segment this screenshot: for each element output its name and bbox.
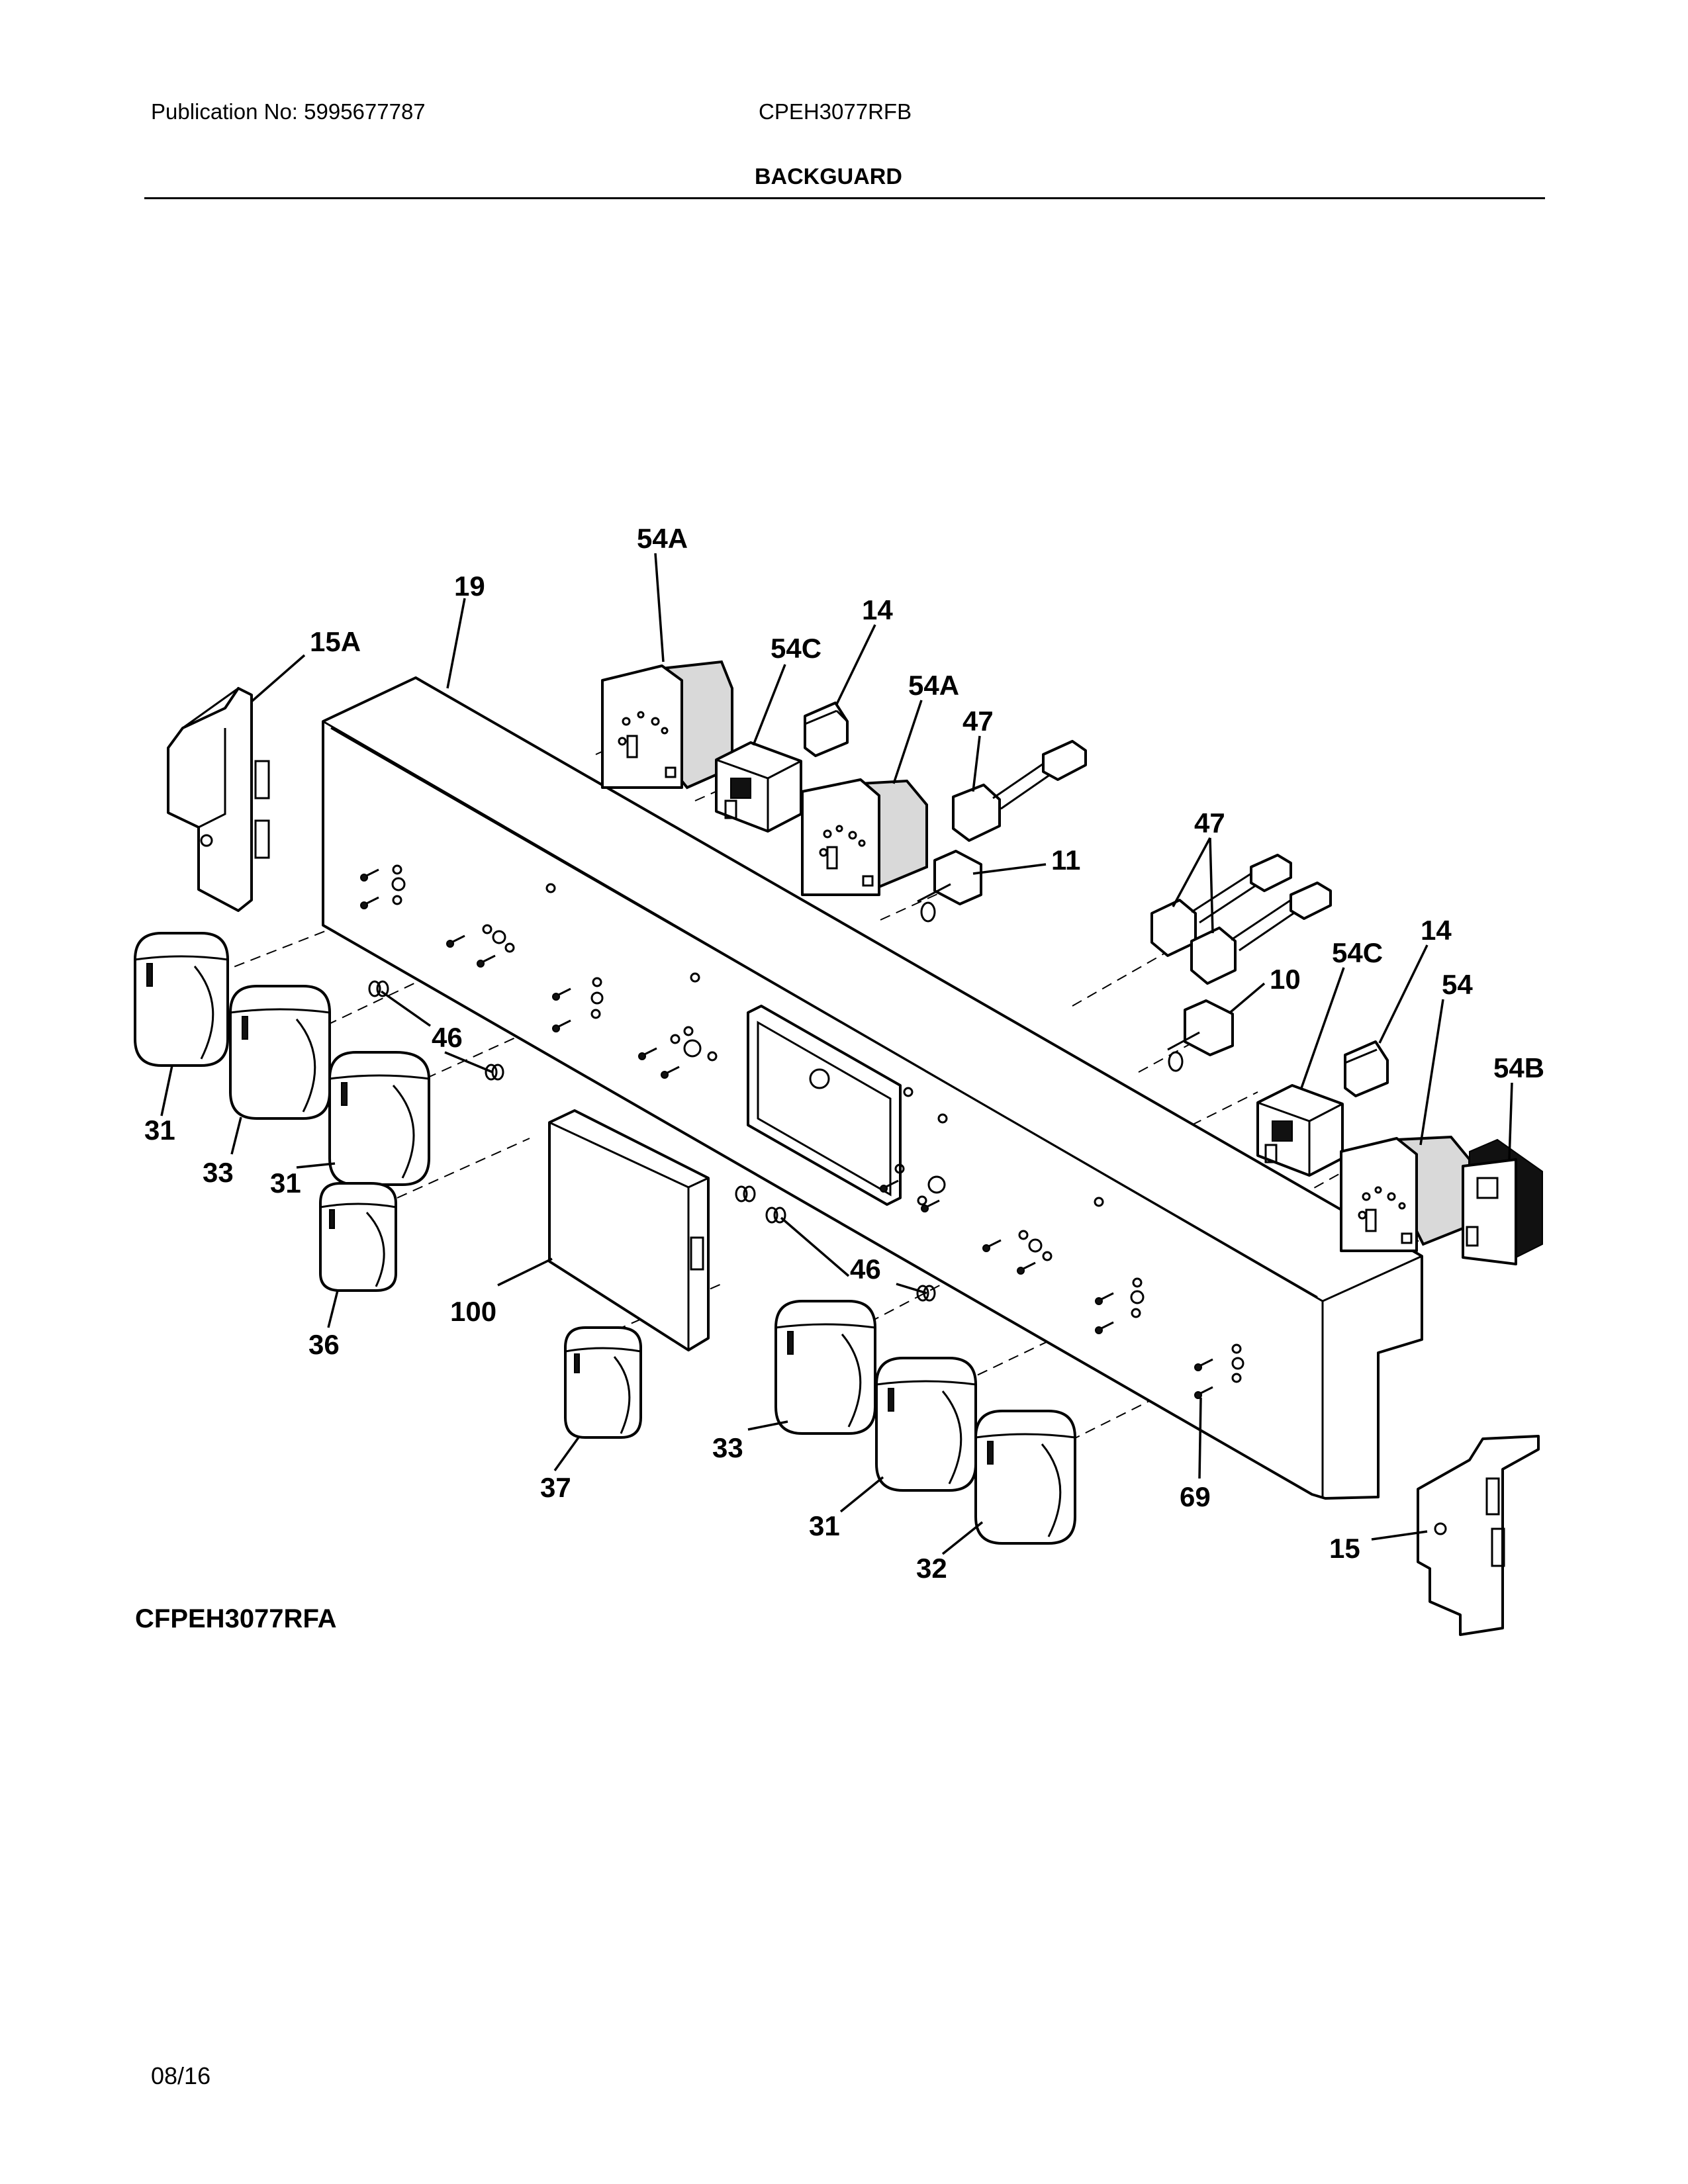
screw-sets (360, 864, 1244, 1399)
callout-36: 36 (308, 1329, 340, 1360)
bracket-15 (1417, 1435, 1540, 1636)
knob-31-a (134, 932, 229, 1067)
wire-harness-47-right (1150, 854, 1332, 985)
callout-33-b: 33 (712, 1432, 743, 1463)
callout-69: 69 (1180, 1481, 1211, 1512)
switch-54A-mid (801, 778, 928, 896)
knob-set (134, 932, 1076, 1545)
switch-54 (1340, 1135, 1471, 1252)
callout-19: 19 (454, 570, 485, 602)
bracket-15A (167, 687, 270, 912)
callout-15A: 15A (310, 626, 361, 657)
terminal-11 (917, 850, 982, 923)
knob-31-b (328, 1051, 430, 1186)
callout-54C-top: 54C (771, 633, 821, 664)
callout-31-c: 31 (809, 1510, 840, 1541)
callout-15: 15 (1329, 1533, 1360, 1564)
callout-54: 54 (1442, 969, 1473, 1000)
terminal-block-14-right (1344, 1040, 1389, 1097)
callout-31-a: 31 (144, 1115, 175, 1146)
wire-harness-47-top (952, 740, 1087, 842)
callout-labels: 15A 19 54A 54C 14 54A 47 11 47 14 54C 10… (144, 523, 1544, 1584)
callout-46-mid: 46 (850, 1253, 881, 1285)
knob-36 (319, 1182, 397, 1292)
knob-37 (564, 1326, 642, 1439)
knob-33-b (774, 1300, 876, 1435)
display-module-100 (548, 1109, 710, 1351)
callout-54A-top: 54A (637, 523, 688, 554)
callout-54B: 54B (1493, 1052, 1544, 1083)
switch-54A-top (601, 660, 733, 790)
leader-lines (160, 553, 1513, 1555)
knob-32 (974, 1410, 1076, 1545)
callout-54A-mid: 54A (908, 670, 959, 701)
callout-46-left: 46 (432, 1022, 463, 1053)
revision-date: 08/16 (151, 2062, 211, 2089)
callout-10: 10 (1270, 964, 1301, 995)
callout-11: 11 (1051, 844, 1080, 876)
switch-54B (1462, 1138, 1543, 1265)
terminal-10 (1167, 999, 1234, 1072)
variant-model-label: CFPEH3077RFA (135, 1604, 337, 1633)
spacer-grommets (368, 980, 936, 1302)
callout-14-right: 14 (1421, 915, 1452, 946)
switch-54C-top (715, 741, 802, 833)
model-number: CPEH3077RFB (759, 99, 912, 124)
diagram-title: BACKGUARD (755, 164, 902, 189)
switch-54C-right (1256, 1084, 1344, 1177)
publication-number: Publication No: 5995677787 (151, 99, 426, 124)
callout-54C-right: 54C (1332, 937, 1383, 968)
callout-47-right: 47 (1194, 807, 1225, 839)
callout-47-top: 47 (962, 705, 994, 737)
callout-32: 32 (916, 1553, 947, 1584)
knob-31-c (875, 1357, 977, 1492)
callout-37: 37 (540, 1472, 571, 1503)
backguard-panel (322, 676, 1423, 1500)
callout-14-top: 14 (862, 594, 893, 625)
callout-31-b: 31 (270, 1167, 301, 1199)
knob-33-a (229, 985, 331, 1120)
terminal-block-14-top (804, 702, 849, 757)
callout-100: 100 (450, 1296, 496, 1327)
callout-33-a: 33 (203, 1157, 234, 1188)
header-rule (144, 197, 1545, 199)
